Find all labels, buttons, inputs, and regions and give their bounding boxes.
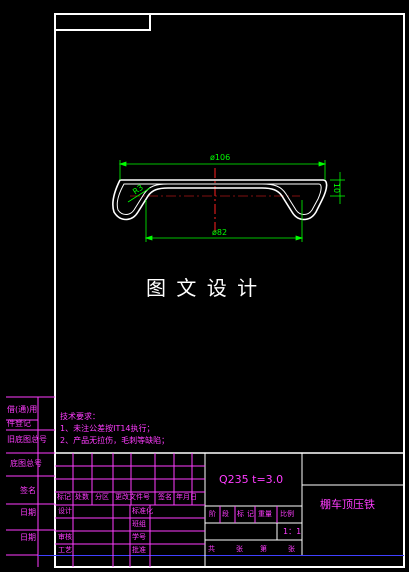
side-label-date-2: 日期 [20,533,36,542]
stage-header-3: 标 [237,510,244,518]
part-profile-inner [116,183,322,215]
left-label-process: 工艺 [58,546,72,554]
title-block-inner-grid [55,453,278,567]
side-label-signature: 签名 [20,486,36,495]
stage-header-weight: 重量 [258,510,272,518]
side-label-register: 件登记 [7,419,31,428]
sheet-label-total: 共 [208,545,215,553]
side-stamp-grid [6,396,55,556]
extra-label-team: 班组 [132,520,146,528]
dimension-lines [118,160,345,242]
row-header-mark: 标记 [57,493,71,501]
row-header-count: 处数 [75,493,89,501]
extra-label-student-no: 学号 [132,533,146,541]
dim-bottom-label: ø82 [212,228,228,237]
material-label: Q235 t=3.0 [219,473,284,486]
inner-blue-line [38,555,404,556]
sheet-label-number: 第 [260,545,267,553]
dim-side-label: 10 [332,182,342,194]
side-label-drawing-no: 底图总号 [10,459,42,468]
stage-header-scale: 比例 [280,510,294,518]
tech-notes-title: 技术要求： [60,412,100,421]
dim-top-label: ø106 [210,153,231,162]
top-tab [55,14,151,31]
sheet-label-sheets-1: 张 [236,545,243,553]
tech-notes-line1: 1、未注公差按IT14执行； [60,424,155,433]
mid-label-standard: 标准化 [132,507,153,515]
stage-header-1: 阶 [209,510,216,518]
part-name-label: 棚车顶压铁 [320,498,375,511]
mid-label-approve: 批准 [132,546,146,554]
part-profile-outer [112,179,328,221]
outer-border [54,13,405,568]
row-header-change-doc: 更改文件号 [115,493,150,501]
left-label-design: 设计 [58,507,72,515]
part-drawing [112,168,328,232]
stage-header-2: 段 [222,510,229,518]
side-label-old-drawing: 旧底图总号 [7,435,47,444]
sheet-label-sheets-2: 张 [288,545,295,553]
side-label-borrow: 借(通)用 [7,405,38,414]
row-header-date: 年月日 [176,493,197,501]
row-header-zone: 分区 [95,493,109,501]
side-label-date-1: 日期 [20,508,36,517]
watermark-text: 图 文 设 计 [146,276,260,300]
scale-value: 1：1 [283,527,302,536]
left-label-review: 审核 [58,533,72,541]
tech-notes-line2: 2、产品无拉伤，毛刺等缺陷； [60,436,170,445]
stage-header-4: 记 [247,510,254,518]
row-header-sign: 签名 [158,493,172,501]
